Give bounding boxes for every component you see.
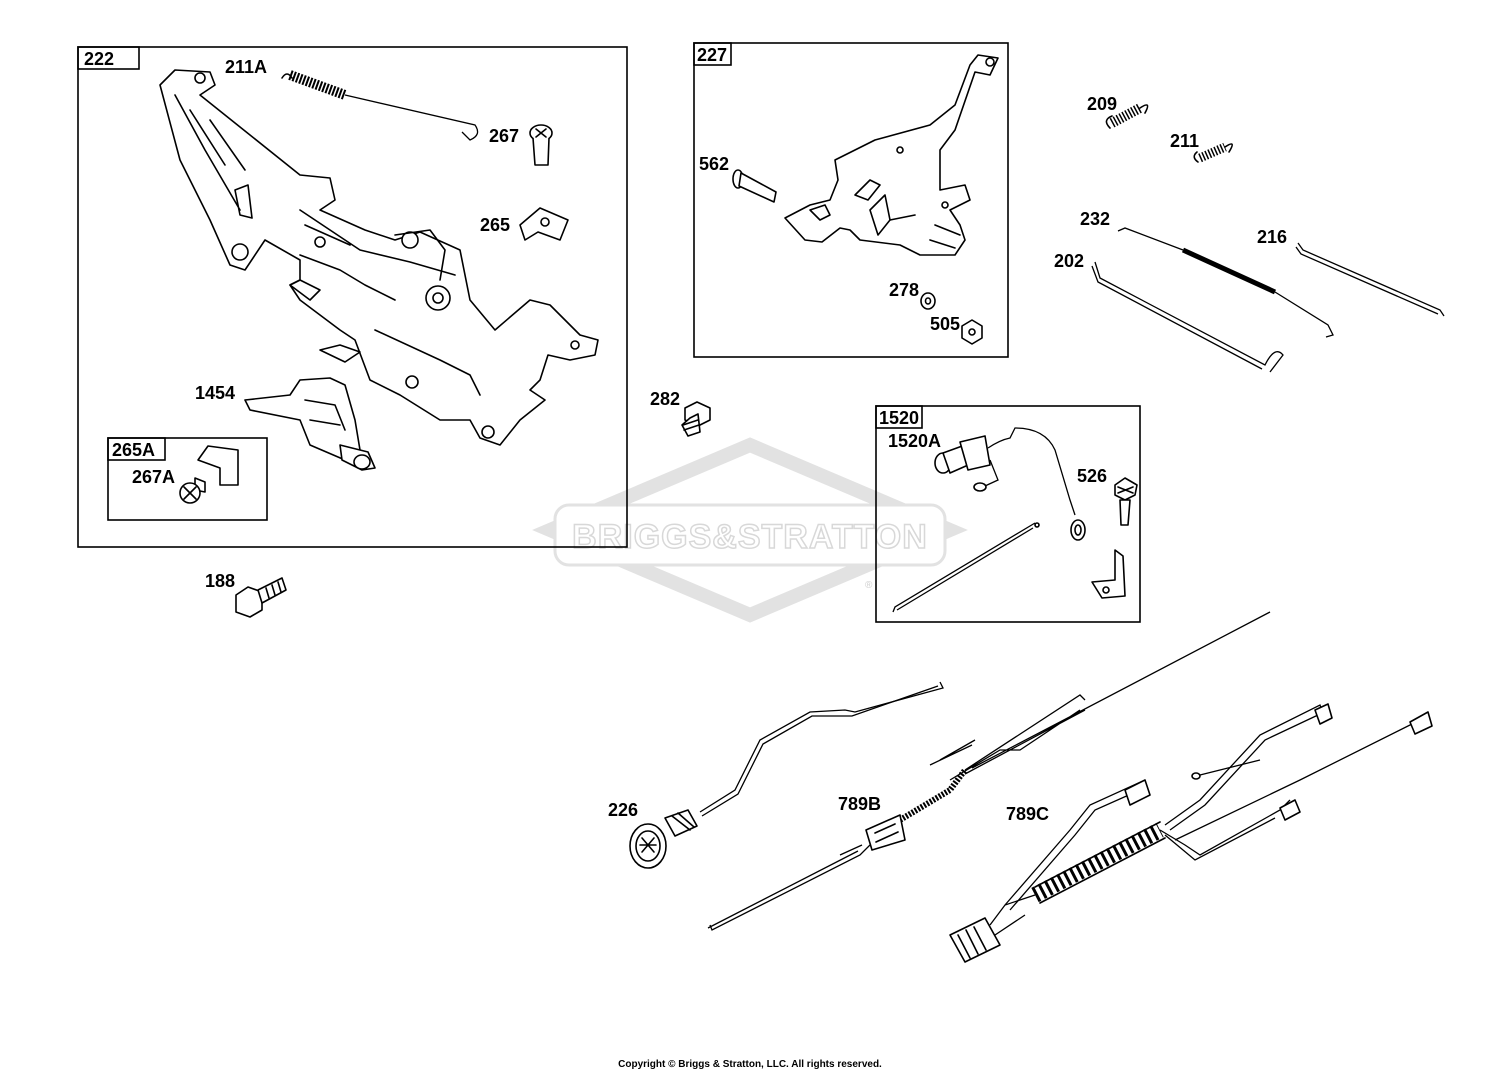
callout-232: 232 — [1080, 209, 1110, 229]
callout-505: 505 — [930, 314, 960, 334]
link-216-part[interactable] — [1295, 242, 1445, 317]
callout-202: 202 — [1054, 251, 1084, 271]
group-box-265A: 265A — [107, 437, 268, 521]
callout-188: 188 — [205, 571, 235, 591]
group-box-227: 227 — [693, 42, 1009, 358]
governor-bracket-part[interactable] — [159, 69, 599, 446]
callout-278: 278 — [889, 280, 919, 300]
group-box-1520: 1520 — [875, 405, 1141, 623]
harness-789C-part[interactable] — [949, 703, 1433, 963]
spring-211A-part[interactable] — [281, 70, 479, 141]
clip-265-part[interactable] — [519, 207, 569, 241]
link-202-part[interactable] — [1091, 261, 1284, 373]
spring-209-part[interactable] — [1105, 103, 1149, 129]
callout-562: 562 — [699, 154, 729, 174]
group-label-227: 227 — [697, 45, 727, 65]
callout-209: 209 — [1087, 94, 1117, 114]
callout-226: 226 — [608, 800, 638, 820]
switch-1520A-part[interactable] — [934, 427, 1086, 541]
group-label-222: 222 — [84, 49, 114, 69]
callout-265: 265 — [480, 215, 510, 235]
choke-cable-226-part[interactable] — [629, 681, 944, 869]
spring-211-part[interactable] — [1193, 142, 1233, 163]
callout-789C: 789C — [1006, 804, 1049, 824]
screw-526-part[interactable] — [1114, 477, 1138, 526]
callout-526: 526 — [1077, 466, 1107, 486]
callout-1520A: 1520A — [888, 431, 941, 451]
callout-789B: 789B — [838, 794, 881, 814]
bracket-part[interactable] — [1091, 549, 1126, 599]
washer-278-part[interactable] — [920, 292, 936, 310]
bolt-282-part[interactable] — [681, 401, 711, 437]
callout-211A: 211A — [225, 57, 267, 77]
solenoid-1454-part[interactable] — [244, 377, 376, 471]
brand-watermark: BRIGGS&STRATTON ® — [532, 437, 968, 623]
callout-216: 216 — [1257, 227, 1287, 247]
watermark-registered-mark: ® — [865, 580, 873, 591]
copyright-notice: Copyright © Briggs & Stratton, LLC. All … — [618, 1059, 882, 1070]
bolt-188-part[interactable] — [235, 577, 287, 618]
callout-282: 282 — [650, 389, 680, 409]
screw-267A-part[interactable] — [179, 477, 206, 504]
callout-211: 211 — [1170, 131, 1199, 151]
nut-505-part[interactable] — [961, 319, 983, 345]
group-box-222: 222 — [77, 46, 628, 548]
clip-265A-part[interactable] — [197, 445, 239, 486]
control-plate-227-part[interactable] — [784, 54, 999, 256]
watermark-text: BRIGGS&STRATTON — [572, 518, 928, 556]
callout-1454: 1454 — [195, 383, 235, 403]
screw-267-part[interactable] — [529, 124, 553, 166]
group-label-1520: 1520 — [879, 408, 919, 428]
cable-tie-part[interactable] — [892, 522, 1040, 613]
link-232-part[interactable] — [1117, 227, 1334, 338]
callout-267: 267 — [489, 126, 519, 146]
pin-562-part[interactable] — [732, 169, 777, 203]
group-label-265A: 265A — [112, 440, 155, 460]
harness-789B-part[interactable] — [707, 611, 1271, 931]
callout-267A: 267A — [132, 467, 175, 487]
